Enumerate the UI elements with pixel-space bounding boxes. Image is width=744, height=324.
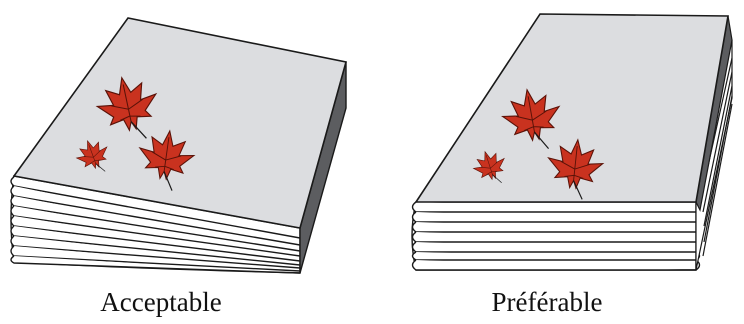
book-acceptable [11, 18, 346, 273]
book-preferable [412, 14, 732, 270]
caption-preferable: Préférable [492, 287, 603, 317]
page-stack-right [412, 202, 700, 270]
caption-acceptable: Acceptable [100, 287, 221, 317]
